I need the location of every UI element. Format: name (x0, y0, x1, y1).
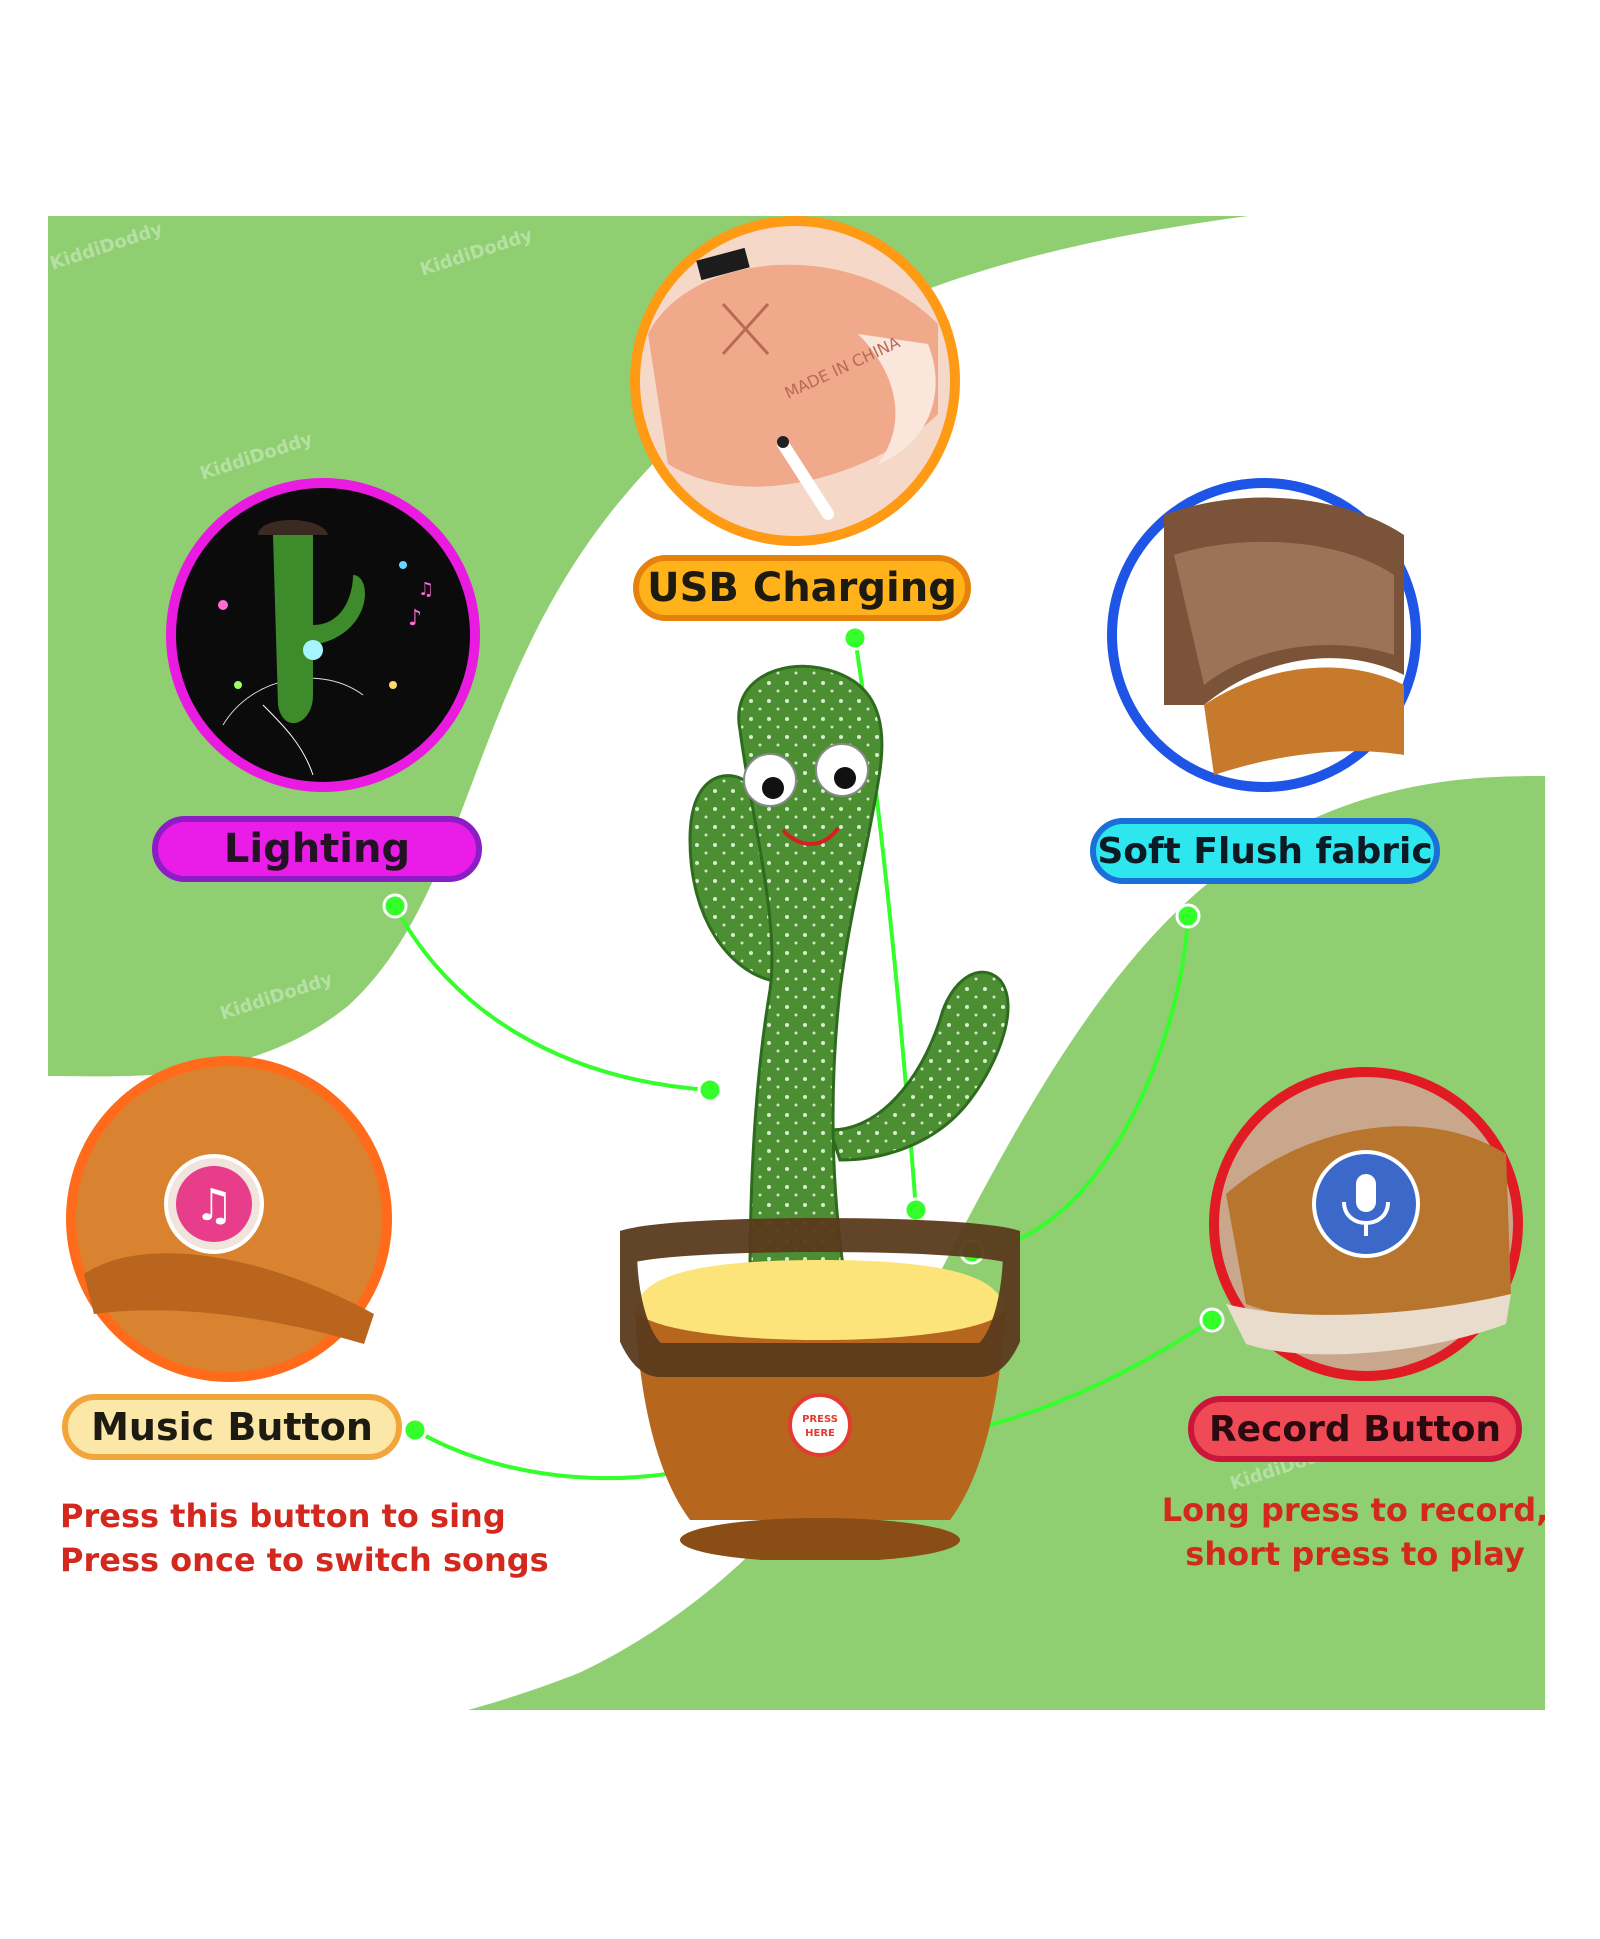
usb-charging-photo: MADE IN CHINA (630, 216, 960, 546)
cactus-eyes (743, 743, 869, 807)
music-button-text: Music Button (91, 1405, 373, 1449)
lighting-photo: ♪ ♫ (166, 478, 480, 792)
record-button-photo (1209, 1067, 1523, 1381)
soft-fabric-label: Soft Flush fabric (1090, 818, 1440, 884)
record-caption-line-2: short press to play (1185, 1535, 1525, 1573)
usb-charging-label: USB Charging (633, 555, 971, 621)
music-caption-line-1: Press this button to sing (60, 1497, 506, 1535)
lighting-label: Lighting (152, 816, 482, 882)
soft-fabric-text: Soft Flush fabric (1097, 830, 1433, 872)
svg-text:PRESS: PRESS (802, 1414, 838, 1425)
svg-text:HERE: HERE (805, 1428, 835, 1439)
press-here-badge: PRESS HERE (788, 1393, 852, 1457)
record-button-caption: Long press to record, short press to pla… (1140, 1488, 1570, 1576)
svg-text:♫: ♫ (418, 579, 434, 600)
record-caption-line-1: Long press to record, (1161, 1491, 1549, 1529)
microphone-icon (1312, 1150, 1420, 1258)
soft-fabric-photo (1107, 478, 1421, 792)
record-button-text: Record Button (1208, 1408, 1502, 1450)
music-button-label: Music Button (62, 1394, 402, 1460)
lighting-text: Lighting (223, 826, 411, 872)
svg-text:♪: ♪ (408, 606, 422, 631)
music-note-icon: ♫ (164, 1154, 264, 1254)
dancing-cactus-toy: PRESS HERE (620, 664, 1020, 1560)
record-button-label: Record Button (1188, 1396, 1522, 1462)
music-caption-line-2: Press once to switch songs (60, 1541, 549, 1579)
svg-text:♫: ♫ (194, 1180, 233, 1231)
usb-charging-text: USB Charging (647, 565, 957, 611)
cactus-right-arm (827, 970, 1010, 1162)
cactus-body (737, 664, 884, 1282)
flower-pot (620, 1218, 1020, 1560)
music-button-caption: Press this button to sing Press once to … (60, 1494, 549, 1582)
cactus-smile (781, 826, 840, 846)
music-button-photo: ♫ (66, 1056, 392, 1382)
